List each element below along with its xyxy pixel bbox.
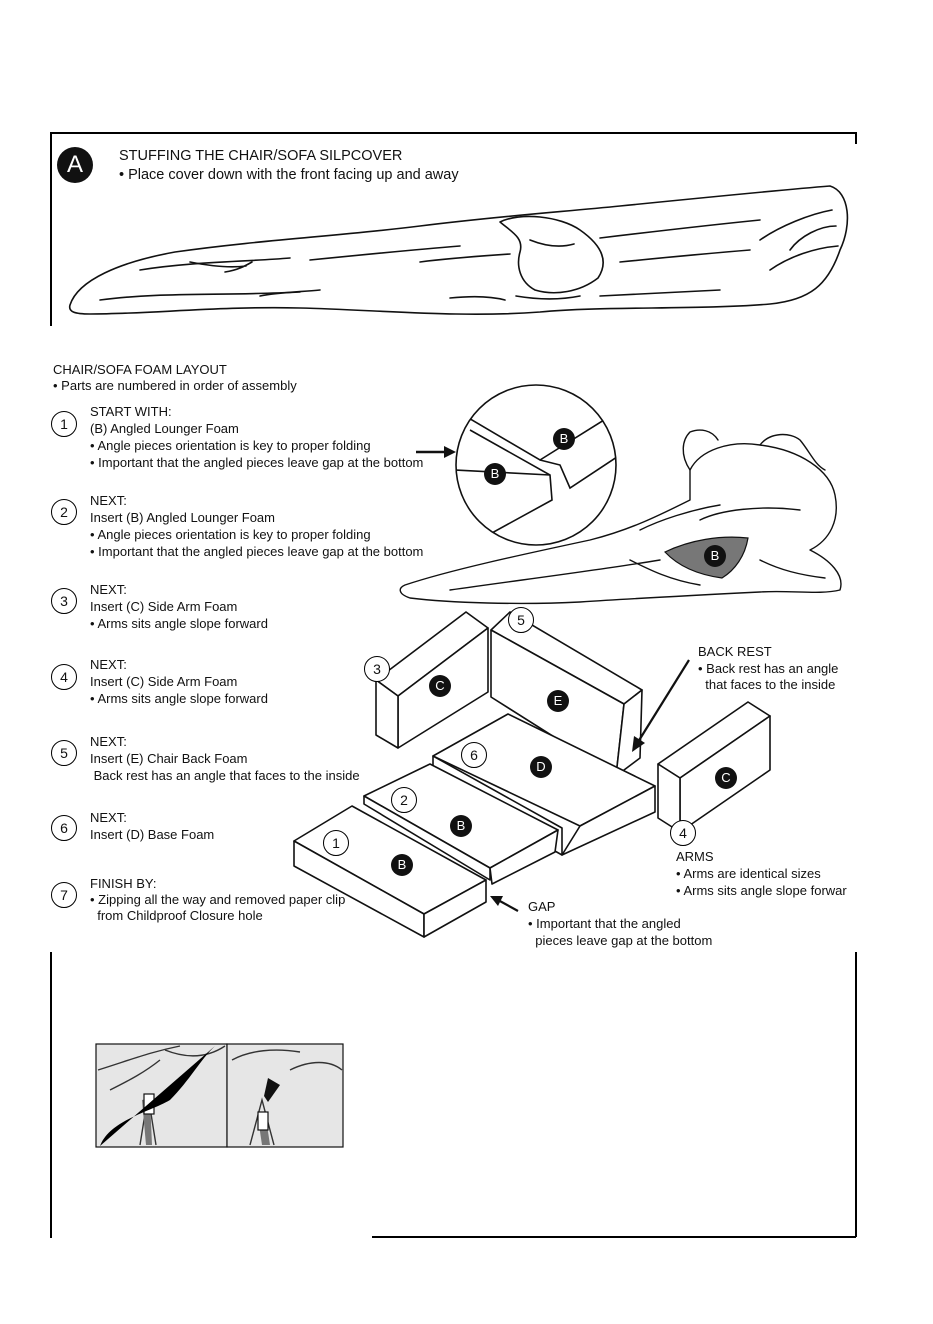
step-number: 1 (51, 411, 77, 437)
step-number: 3 (51, 588, 77, 614)
arm-right-letter: C (715, 767, 737, 789)
back-rest-callout-line: that faces to the inside (698, 677, 836, 692)
step-line: Back rest has an angle that faces to the… (90, 768, 360, 783)
zoom-label-b-bottom: B (484, 463, 506, 485)
arm-left-number: 3 (364, 656, 390, 682)
step-line: • Angle pieces orientation is key to pro… (90, 438, 371, 453)
step-line: • Important that the angled pieces leave… (90, 455, 424, 470)
step-line: NEXT: (90, 734, 127, 749)
step-line: Insert (C) Side Arm Foam (90, 599, 238, 614)
frame-right-lower (855, 952, 857, 1237)
step-line: (B) Angled Lounger Foam (90, 421, 239, 436)
step-line: NEXT: (90, 657, 127, 672)
arms-callout-line: • Arms sits angle slope forwar (676, 883, 847, 898)
lounger2-number: 2 (391, 787, 417, 813)
gap-callout-title: GAP (528, 899, 556, 914)
section-a-title: STUFFING THE CHAIR/SOFA SILPCOVER (119, 148, 403, 164)
back-letter: E (547, 690, 569, 712)
step-number: 7 (51, 882, 77, 908)
layout-title: CHAIR/SOFA FOAM LAYOUT (53, 362, 227, 377)
gap-callout-line: pieces leave gap at the bottom (528, 933, 713, 948)
arm-right-number: 4 (670, 820, 696, 846)
step-line: Insert (D) Base Foam (90, 827, 215, 842)
layout-subtitle: • Parts are numbered in order of assembl… (53, 378, 297, 393)
step-line: • Zipping all the way and removed paper … (90, 892, 346, 907)
section-a-badge: A (57, 147, 93, 183)
step-line: • Important that the angled pieces leave… (90, 544, 424, 559)
section-a-instruction: • Place cover down with the front facing… (119, 167, 459, 183)
back-rest-callout-line: • Back rest has an angle (698, 661, 839, 676)
back-number: 5 (508, 607, 534, 633)
arrow-diagonal-icon (632, 659, 690, 752)
base-number: 6 (461, 742, 487, 768)
step-line: Insert (C) Side Arm Foam (90, 674, 238, 689)
gap-callout-line: • Important that the angled (528, 916, 681, 931)
frame-left-upper (50, 132, 52, 326)
arms-callout-line: • Arms are identical sizes (676, 866, 821, 881)
step-number: 2 (51, 499, 77, 525)
base-letter: D (530, 756, 552, 778)
step-number: 6 (51, 815, 77, 841)
frame-bottom-line (372, 1236, 856, 1238)
step-line: NEXT: (90, 493, 127, 508)
step-line: Insert (B) Angled Lounger Foam (90, 510, 275, 525)
frame-left-lower (50, 952, 52, 1238)
lounger2-letter: B (450, 815, 472, 837)
frame-top-line (50, 132, 856, 134)
step-line: • Arms sits angle slope forward (90, 616, 268, 631)
cover-label-b: B (704, 545, 726, 567)
step-number: 4 (51, 664, 77, 690)
arms-callout-title: ARMS (676, 849, 714, 864)
step-line: NEXT: (90, 810, 127, 825)
zoom-label-b-top: B (553, 428, 575, 450)
step-line: from Childproof Closure hole (90, 908, 263, 923)
lounger1-number: 1 (323, 830, 349, 856)
step-line: Insert (E) Chair Back Foam (90, 751, 248, 766)
step-line: FINISH BY: (90, 876, 157, 891)
frame-right-upper (855, 132, 857, 144)
back-rest-callout-title: BACK REST (698, 644, 772, 659)
step-line: START WITH: (90, 404, 172, 419)
arm-left-letter: C (429, 675, 451, 697)
step-line: • Arms sits angle slope forward (90, 691, 268, 706)
step-number: 5 (51, 740, 77, 766)
step-line: NEXT: (90, 582, 127, 597)
step-line: • Angle pieces orientation is key to pro… (90, 527, 371, 542)
lounger1-letter: B (391, 854, 413, 876)
